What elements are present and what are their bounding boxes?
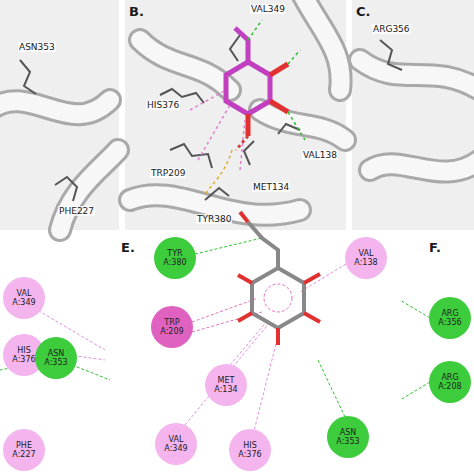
residue-circle: VAL A:349 [3, 277, 45, 319]
residue-name: MET A:134 [211, 376, 241, 394]
residue-label: VAL138 [302, 150, 338, 160]
residue-name: ASN A:353 [333, 428, 363, 446]
residue-name: TYR A:380 [160, 249, 190, 267]
residue-name: TRP A:209 [157, 318, 187, 336]
residue-circle: TRP A:209 [151, 306, 193, 348]
panel-letter: B. [128, 4, 145, 19]
residue-circle: ARG A:356 [429, 297, 471, 339]
residue-circle: VAL A:349 [155, 423, 197, 465]
panel-3d-c [352, 0, 474, 230]
panel-letter: F. [428, 240, 442, 255]
residue-label: PHE227 [58, 206, 95, 216]
residue-name: HIS A:376 [235, 441, 265, 459]
residue-name: PHE A:227 [9, 441, 39, 459]
residue-circle: TYR A:380 [154, 237, 196, 279]
residue-circle: VAL A:138 [345, 237, 387, 279]
residue-sticks [20, 35, 402, 201]
hbond-3d [248, 20, 305, 140]
residue-circle: ASN A:353 [35, 337, 77, 379]
interaction-lines-d [0, 308, 110, 380]
residue-name: ARG A:208 [435, 373, 465, 391]
residue-label: ASN353 [18, 42, 56, 52]
residue-circle: PHE A:227 [3, 429, 45, 471]
residue-label: TRP209 [150, 168, 186, 178]
interaction-lines-f [400, 300, 430, 400]
residue-label: VAL349 [250, 4, 286, 14]
residue-label: MET134 [252, 182, 290, 192]
sulfur-contact-3d [205, 150, 232, 195]
protein-ribbons [0, 0, 474, 230]
residue-circle: ARG A:208 [429, 361, 471, 403]
residue-circle: MET A:134 [205, 364, 247, 406]
residue-circle: HIS A:376 [229, 429, 271, 471]
ligand-2d [238, 212, 320, 345]
residue-name: VAL A:138 [351, 249, 381, 267]
residue-name: VAL A:349 [9, 289, 39, 307]
residue-label: TYR380 [196, 214, 232, 224]
panel-letter: E. [120, 240, 136, 255]
residue-name: ASN A:353 [41, 349, 71, 367]
residue-circle: ASN A:353 [327, 416, 369, 458]
interaction-lines-e [185, 238, 346, 439]
ligand-3d [226, 28, 288, 150]
hydrophobic-3d [190, 90, 245, 170]
panel-letter: C. [355, 4, 371, 19]
residue-label: HIS376 [146, 100, 180, 110]
residue-name: ARG A:356 [435, 309, 465, 327]
residue-name: VAL A:349 [161, 435, 191, 453]
residue-label: ARG356 [372, 24, 411, 34]
